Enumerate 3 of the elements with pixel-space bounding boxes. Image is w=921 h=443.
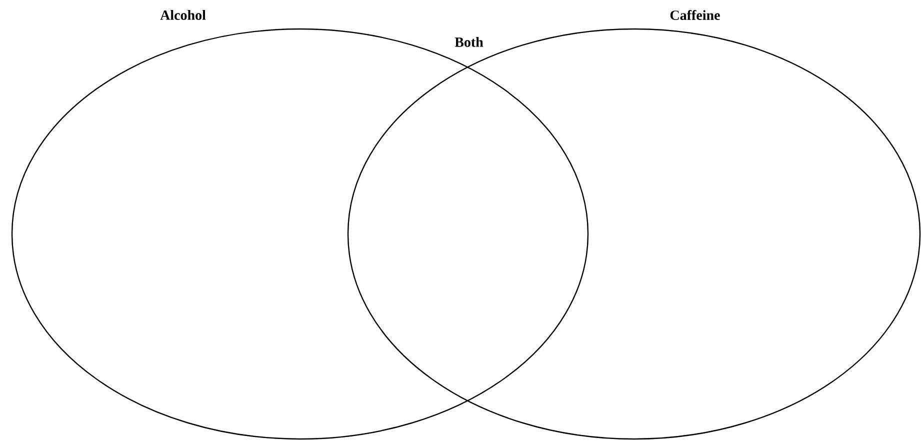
overlap-heading: Both	[454, 37, 484, 47]
set-heading: Caffeine	[670, 10, 720, 20]
set-heading: Alcohol	[160, 10, 206, 20]
